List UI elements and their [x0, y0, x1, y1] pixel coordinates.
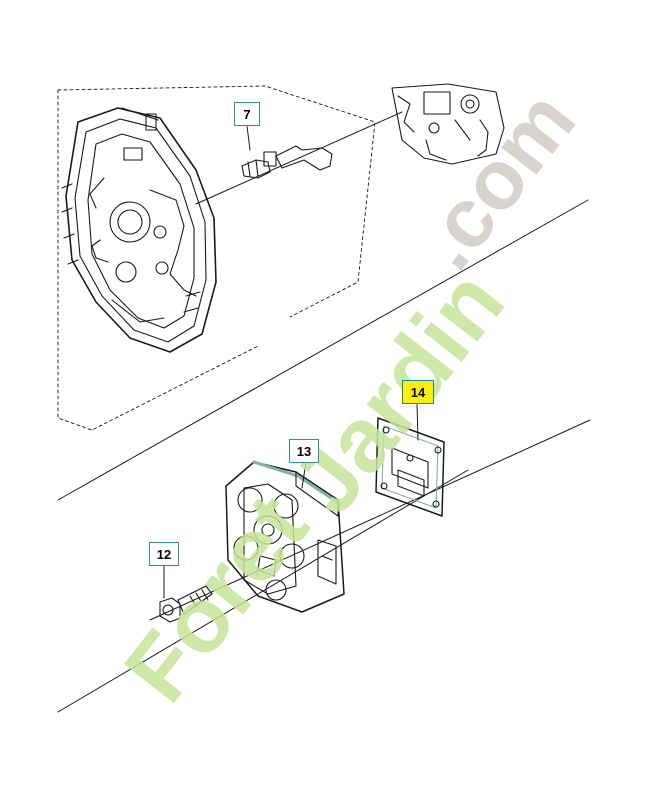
watermark-text-jardin: Jardin [273, 252, 523, 532]
watermark-text-foret: Foret [105, 476, 327, 720]
screw [159, 585, 213, 623]
carburetor [391, 83, 505, 165]
air-filter-cover [61, 107, 217, 353]
callout-13: 13 [289, 439, 319, 463]
group-boundary-dashed [57, 85, 376, 431]
assembly-axis-lines [57, 111, 591, 713]
callout-14: 14 [402, 380, 434, 404]
gasket [375, 417, 445, 517]
callout-leaders [163, 125, 419, 599]
watermark-text-domain: .com [398, 74, 593, 286]
watermark: Foret Jardin .com [105, 74, 593, 721]
callout-7: 7 [234, 102, 260, 126]
adapter-plate [225, 460, 345, 613]
choke-lever [241, 145, 333, 179]
callout-12: 12 [149, 542, 179, 566]
